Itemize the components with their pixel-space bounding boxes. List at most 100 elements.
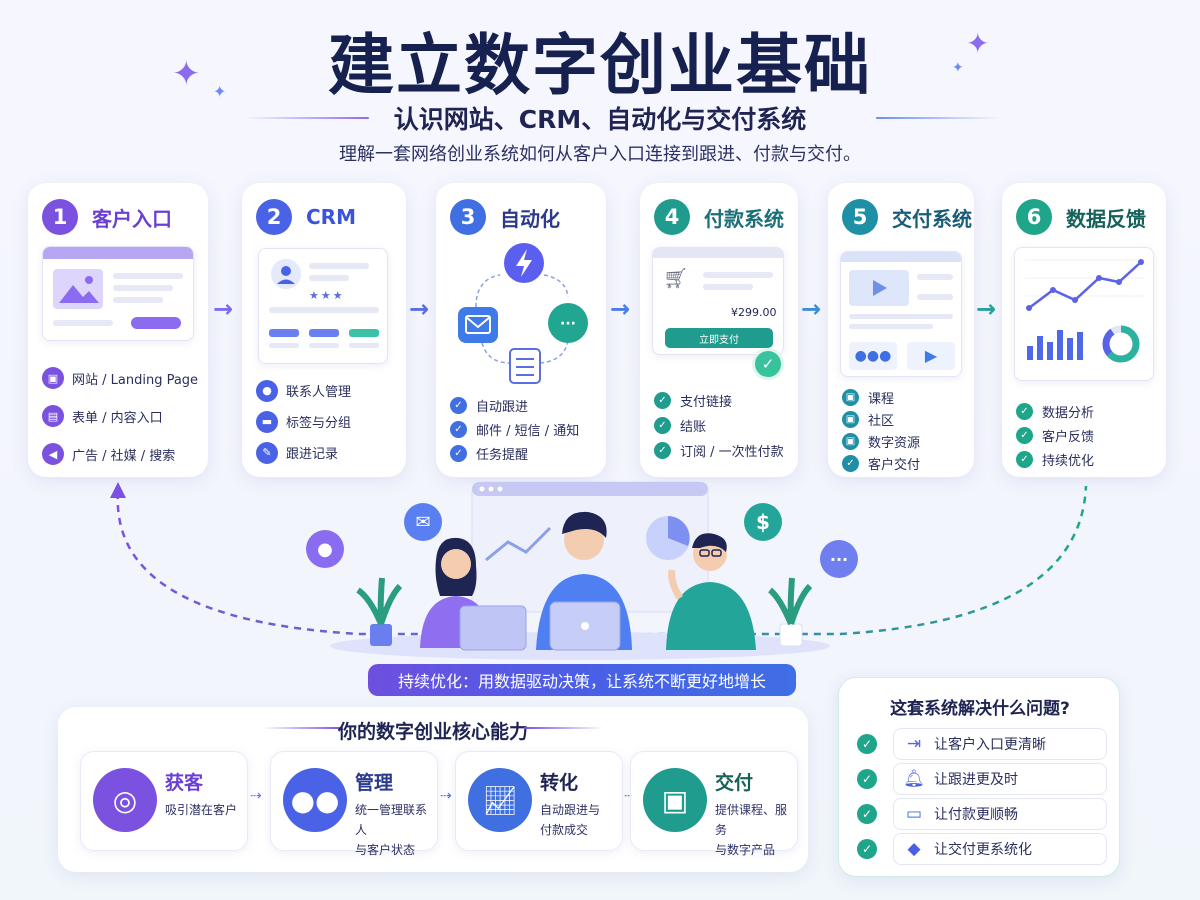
package-icon: ▣ [643, 768, 707, 832]
step-title: 付款系统 [704, 206, 784, 231]
check-icon: ✓ [857, 839, 877, 859]
svg-text:···: ··· [560, 316, 576, 332]
list-item: ◀广告 / 社媒 / 搜索 [42, 435, 198, 473]
list-item: ✓任务提醒 [450, 441, 579, 465]
price: ¥299.00 [731, 306, 777, 319]
arrow-right-icon: ⇢ [624, 788, 636, 804]
step-card-data-feedback: 6 数据反馈 ✓数据分析 ✓客户反馈 ✓持续优化 [1002, 183, 1166, 477]
chat-float-icon: ··· [820, 540, 858, 578]
section-heading-decoration [524, 727, 604, 729]
team-illustration [300, 478, 860, 663]
bell-icon: 🔔︎ [903, 769, 925, 789]
growth-chart-icon: 📈︎ [468, 768, 532, 832]
list-item: ✓持续优化 [1016, 447, 1094, 471]
rating-stars-icon: ★★★ [309, 289, 345, 302]
arrow-right-icon: ⇢ [440, 788, 452, 804]
arrow-right-icon: → [976, 295, 997, 323]
automation-cycle-diagram: ··· [436, 235, 606, 385]
check-icon: ✓ [654, 442, 671, 459]
step-title: CRM [306, 205, 356, 229]
list-item: ▣网站 / Landing Page [42, 359, 198, 397]
sparkle-icon: ✦ [966, 27, 990, 60]
arrow-right-icon: → [801, 295, 822, 323]
sparkle-icon: ✦ [213, 82, 227, 101]
avatar [271, 259, 301, 289]
page-subtitle: 认识网站、CRM、自动化与交付系统 [393, 105, 807, 134]
check-icon: ✓ [450, 396, 467, 414]
problem-item: ✓ ⇥让客户入口更清晰 [857, 728, 1107, 760]
problem-item: ✓ 🔔︎让跟进更及时 [857, 763, 1107, 795]
step-number: 3 [450, 199, 486, 235]
check-icon: ✓ [857, 769, 877, 789]
page-title: 建立数字创业基础 [328, 27, 872, 104]
list-item: ●联系人管理 [256, 375, 351, 406]
problems-panel: 这套系统解决什么问题? ✓ ⇥让客户入口更清晰 ✓ 🔔︎让跟进更及时 ✓ ▭让付… [838, 677, 1120, 877]
arrow-right-icon: → [213, 295, 234, 323]
sparkle-icon: ✦ [172, 54, 201, 94]
cta-button-mock [131, 317, 181, 329]
step-number: 1 [42, 199, 78, 235]
check-icon: ✓ [450, 444, 467, 462]
community-icon: ▣ [842, 410, 859, 428]
list-item: ▤表单 / 内容入口 [42, 397, 198, 435]
list-item: ▣社区 [842, 408, 920, 430]
step-card-automation: 3 自动化 ··· ✓自动跟进 ✓邮件 / 短信 / 通知 ✓任务提醒 [436, 183, 606, 477]
users-icon: ●● [283, 768, 347, 832]
step-title: 交付系统 [892, 206, 972, 231]
optimization-banner: 持续优化：用数据驱动决策，让系统不断更好地增长 [368, 664, 796, 696]
list-item: ✓订阅 / 一次性付款 [654, 438, 784, 463]
list-item: ✓支付链接 [654, 388, 784, 413]
tag-chip [309, 329, 339, 337]
check-icon: ✓ [857, 734, 877, 754]
capability-deliver: ▣ 交付 提供课程、服务 与数字产品 [630, 751, 798, 857]
step-number: 4 [654, 199, 690, 235]
problem-item: ✓ ▭让付款更顺畅 [857, 798, 1107, 830]
course-platform-mockup: ●●● ▶ [840, 251, 962, 377]
arrow-right-icon: → [409, 295, 430, 323]
target-icon: ◎ [93, 768, 157, 832]
checkout-mockup: 🛒︎ ¥299.00 立即支付 [652, 247, 784, 355]
step-card-delivery: 5 交付系统 ●●● ▶ ▣课程 ▣社区 ▣数字资源 ✓客户交付 [828, 183, 974, 477]
core-title: 你的数字创业核心能力 [337, 721, 528, 743]
check-icon: ✓ [654, 392, 671, 409]
step-number: 2 [256, 199, 292, 235]
capability-manage: ●● 管理 统一管理联系人 与客户状态 [270, 751, 438, 857]
folder-video-icon: ▶ [907, 342, 955, 370]
list-item: ▬标签与分组 [256, 406, 351, 437]
group-icon: ●●● [849, 342, 897, 370]
website-icon: ▣ [42, 367, 64, 389]
feedback-loop-arrow [110, 482, 1088, 636]
arrow-right-icon: ⇢ [250, 788, 262, 804]
list-item: ▣数字资源 [842, 430, 920, 452]
tag-chip [269, 329, 299, 337]
check-icon: ✓ [1016, 402, 1033, 420]
divider [876, 117, 1001, 119]
check-icon: ✓ [450, 420, 467, 438]
image-icon [53, 269, 103, 309]
list-item: ▣课程 [842, 386, 920, 408]
box-icon: ◆ [907, 839, 921, 859]
megaphone-icon: ◀ [42, 443, 64, 465]
page-description: 理解一套网络创业系统如何从客户入口连接到跟进、付款与交付。 [339, 144, 861, 165]
list-item: ✓自动跟进 [450, 393, 579, 417]
check-icon: ✓ [842, 454, 859, 472]
resource-icon: ▣ [842, 432, 859, 450]
step-title: 客户入口 [92, 206, 172, 231]
list-item: ✓结账 [654, 413, 784, 438]
dollar-float-icon: $ [744, 503, 782, 541]
step-title: 自动化 [500, 206, 560, 231]
section-heading-decoration [262, 727, 342, 729]
list-item: ✓客户反馈 [1016, 423, 1094, 447]
pay-now-button[interactable]: 立即支付 [665, 328, 773, 348]
landing-page-mockup [42, 246, 194, 341]
check-icon: ✓ [857, 804, 877, 824]
check-icon: ✓ [1016, 426, 1033, 444]
tag-chip [349, 329, 379, 337]
list-item: ✓客户交付 [842, 452, 920, 474]
capability-convert: 📈︎ 转化 自动跟进与 付款成交 [455, 751, 623, 851]
step-card-customer-entry: 1 客户入口 ▣网站 / Landing Page ▤表单 / 内容入口 ◀广告… [28, 183, 208, 477]
sparkle-icon: ✦ [952, 60, 964, 76]
list-item: ✓数据分析 [1016, 399, 1094, 423]
crm-contact-mockup: ★★★ [258, 248, 388, 364]
course-icon: ▣ [842, 388, 859, 406]
